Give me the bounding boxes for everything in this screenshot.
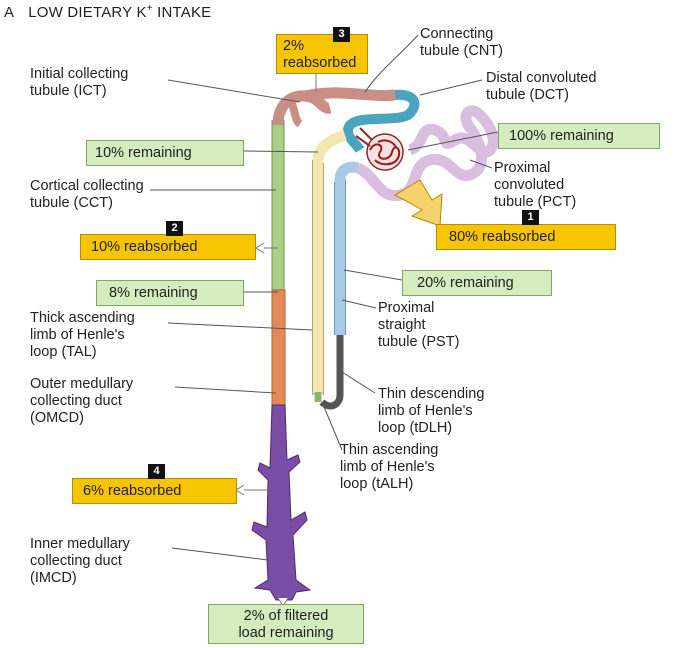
label-pst-line1: Proximal bbox=[378, 300, 459, 317]
box-8-remaining: 8% remaining bbox=[96, 280, 244, 306]
label-dct: Distal convoluted tubule (DCT) bbox=[486, 70, 596, 104]
label-pct: Proximal convoluted tubule (PCT) bbox=[494, 160, 576, 211]
box-4-line1: 6% reabsorbed bbox=[83, 483, 226, 500]
box-20-remaining: 20% remaining bbox=[402, 270, 552, 296]
label-cnt-line1: Connecting bbox=[420, 26, 503, 43]
connecting-tubule bbox=[305, 93, 395, 96]
label-omcd: Outer medullary collecting duct (OMCD) bbox=[30, 376, 133, 427]
label-cct-line2: tubule (CCT) bbox=[30, 195, 144, 212]
outer-medullary-collecting-duct bbox=[272, 290, 285, 405]
badge-3: 3 bbox=[333, 27, 350, 42]
glomerulus bbox=[356, 128, 403, 170]
box-reabsorbed-1: 80% reabsorbed bbox=[436, 224, 616, 250]
inner-medullary-collecting-duct bbox=[252, 405, 310, 600]
label-tdlh-line1: Thin descending bbox=[378, 386, 484, 403]
label-talh-line1: Thin ascending bbox=[340, 442, 438, 459]
label-imcd-line3: (IMCD) bbox=[30, 570, 130, 587]
label-tdlh: Thin descending limb of Henle's loop (tD… bbox=[378, 386, 484, 437]
label-pct-line3: tubule (PCT) bbox=[494, 194, 576, 211]
box-10-line1: 10% remaining bbox=[95, 145, 235, 162]
box-final-line2: load remaining bbox=[217, 625, 355, 642]
label-tal-line3: loop (TAL) bbox=[30, 344, 135, 361]
badge-2: 2 bbox=[166, 221, 183, 236]
label-tal-line1: Thick ascending bbox=[30, 310, 135, 327]
label-pct-line1: Proximal bbox=[494, 160, 576, 177]
label-talh-line2: limb of Henle's bbox=[340, 459, 438, 476]
reabsorption-arrow-pct bbox=[395, 180, 442, 226]
label-talh-line3: loop (tALH) bbox=[340, 476, 438, 493]
box-reabsorbed-2: 10% reabsorbed bbox=[80, 234, 256, 260]
label-ict: Initial collecting tubule (ICT) bbox=[30, 66, 128, 100]
figure-title: A LOW DIETARY K+ INTAKE bbox=[4, 3, 211, 21]
label-pst-line3: tubule (PST) bbox=[378, 334, 459, 351]
label-tal: Thick ascending limb of Henle's loop (TA… bbox=[30, 310, 135, 361]
box-100-remaining: 100% remaining bbox=[498, 123, 660, 149]
label-pst: Proximal straight tubule (PST) bbox=[378, 300, 459, 351]
label-omcd-line3: (OMCD) bbox=[30, 410, 133, 427]
badge-4: 4 bbox=[148, 464, 165, 479]
label-dct-line2: tubule (DCT) bbox=[486, 87, 596, 104]
label-cnt-line2: tubule (CNT) bbox=[420, 43, 503, 60]
box-20-line1: 20% remaining bbox=[417, 275, 537, 292]
title-text: LOW DIETARY K+ INTAKE bbox=[28, 4, 211, 21]
label-omcd-line1: Outer medullary bbox=[30, 376, 133, 393]
box-final-remaining: 2% of filtered load remaining bbox=[208, 604, 364, 644]
label-tdlh-line2: limb of Henle's bbox=[378, 403, 484, 420]
initial-collecting-tubule bbox=[278, 96, 330, 125]
label-omcd-line2: collecting duct bbox=[30, 393, 133, 410]
label-tal-line2: limb of Henle's bbox=[30, 327, 135, 344]
label-talh: Thin ascending limb of Henle's loop (tAL… bbox=[340, 442, 438, 493]
box-1-line1: 80% reabsorbed bbox=[449, 229, 603, 246]
box-3-line2: reabsorbed bbox=[283, 55, 361, 72]
box-reabsorbed-4: 6% reabsorbed bbox=[72, 478, 237, 504]
label-tdlh-line3: loop (tDLH) bbox=[378, 420, 484, 437]
label-cnt: Connecting tubule (CNT) bbox=[420, 26, 503, 60]
label-imcd: Inner medullary collecting duct (IMCD) bbox=[30, 536, 130, 587]
box-reabsorbed-3: 2% reabsorbed bbox=[276, 34, 368, 74]
panel-letter: A bbox=[4, 4, 14, 21]
label-cct: Cortical collecting tubule (CCT) bbox=[30, 178, 144, 212]
thin-descending-limb bbox=[322, 335, 340, 406]
label-pct-line2: convoluted bbox=[494, 177, 576, 194]
box-2-line1: 10% reabsorbed bbox=[91, 239, 245, 256]
label-ict-line2: tubule (ICT) bbox=[30, 83, 128, 100]
label-dct-line1: Distal convoluted bbox=[486, 70, 596, 87]
label-imcd-line2: collecting duct bbox=[30, 553, 130, 570]
label-imcd-line1: Inner medullary bbox=[30, 536, 130, 553]
badge-1: 1 bbox=[522, 210, 539, 225]
box-10-remaining: 10% remaining bbox=[86, 140, 244, 166]
label-ict-line1: Initial collecting bbox=[30, 66, 128, 83]
label-pst-line2: straight bbox=[378, 317, 459, 334]
box-final-line1: 2% of filtered bbox=[217, 608, 355, 625]
label-cct-line1: Cortical collecting bbox=[30, 178, 144, 195]
box-100-line1: 100% remaining bbox=[509, 128, 649, 145]
box-8-line1: 8% remaining bbox=[109, 285, 231, 302]
proximal-straight-tubule bbox=[340, 167, 358, 335]
